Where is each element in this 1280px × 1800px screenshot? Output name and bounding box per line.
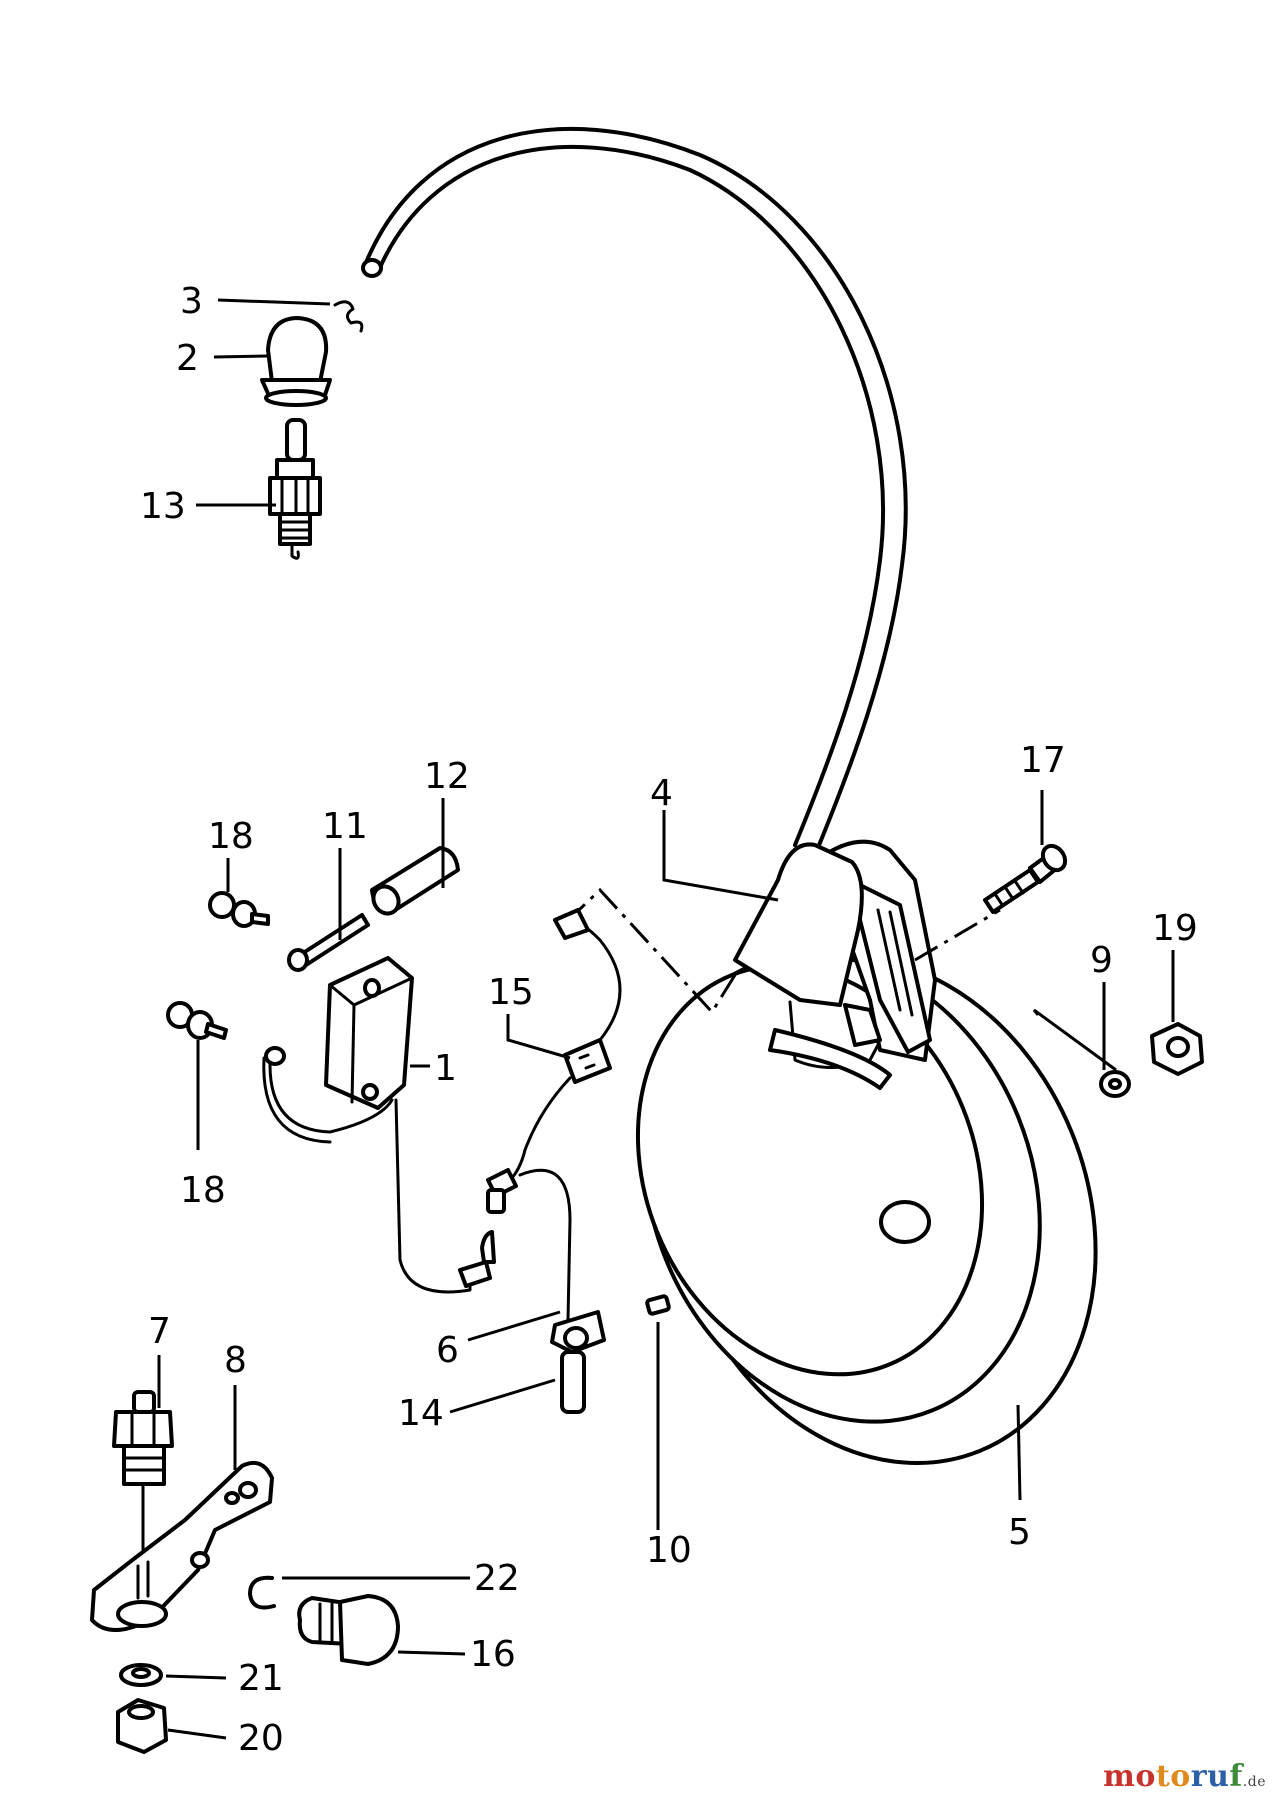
washer-part-9 — [1099, 1070, 1131, 1098]
label-part-9: 9 — [1090, 940, 1113, 981]
ignition-cable — [361, 127, 908, 857]
leader-lines — [157, 298, 1175, 1740]
bracket-part-8 — [90, 1461, 274, 1632]
cable-end-icon — [361, 258, 383, 278]
label-part-3: 3 — [180, 281, 203, 322]
label-part-11: 11 — [322, 806, 368, 847]
label-part-1: 1 — [434, 1048, 457, 1089]
spacer-sleeve-part-12 — [370, 846, 460, 916]
spark-plug-cap-part-2 — [260, 316, 332, 407]
label-part-16: 16 — [470, 1634, 516, 1675]
motoruf-logo: motoruf.de — [1103, 1759, 1266, 1794]
label-part-20: 20 — [238, 1718, 284, 1759]
logo-tld: .de — [1242, 1774, 1266, 1790]
label-part-12: 12 — [424, 756, 470, 797]
ignition-coil-part-1 — [262, 956, 496, 1294]
woodruff-key-part-10 — [645, 1294, 671, 1316]
label-part-10: 10 — [646, 1530, 692, 1571]
ignition-module-part-4 — [733, 839, 937, 1090]
screw-part-11 — [287, 913, 370, 972]
bolt-part-17 — [983, 843, 1068, 914]
label-part-18-lower: 18 — [180, 1170, 226, 1211]
part-number-labels: 3 2 13 4 17 9 19 12 11 18 15 1 18 6 14 1… — [140, 281, 1198, 1759]
logo-part-1: mo — [1103, 1759, 1156, 1794]
flywheel-hub-icon — [879, 1200, 931, 1244]
screw-washer-part-18-upper — [208, 891, 270, 928]
label-part-19: 19 — [1152, 908, 1198, 949]
clip-part-3 — [333, 300, 364, 333]
logo-part-2: to — [1155, 1759, 1191, 1794]
label-part-6: 6 — [436, 1330, 459, 1371]
connector-part-15 — [508, 908, 622, 1182]
label-part-18-upper: 18 — [208, 816, 254, 857]
label-part-5: 5 — [1008, 1512, 1031, 1553]
alignment-line-4 — [558, 887, 737, 1015]
label-part-13: 13 — [140, 486, 186, 527]
nut-part-19 — [1150, 1022, 1204, 1076]
logo-part-3: ru — [1190, 1759, 1230, 1794]
label-part-8: 8 — [224, 1340, 247, 1381]
logo-part-4: f — [1229, 1759, 1243, 1794]
terminal-part-14 — [550, 1310, 606, 1414]
alignment-line-17 — [914, 908, 1001, 962]
label-part-15: 15 — [488, 972, 534, 1013]
bolt-part-16 — [297, 1594, 400, 1666]
nut-part-20 — [116, 1698, 168, 1754]
label-part-17: 17 — [1020, 740, 1066, 781]
washer-part-21 — [119, 1663, 163, 1687]
label-part-22: 22 — [474, 1558, 520, 1599]
ground-lead-part-6 — [486, 1168, 572, 1322]
label-part-7: 7 — [148, 1311, 171, 1352]
label-part-2: 2 — [176, 338, 199, 379]
spark-plug-part-13 — [268, 418, 322, 560]
circlip-part-22 — [248, 1575, 276, 1610]
screw-washer-part-18-lower — [166, 1001, 228, 1040]
label-part-14: 14 — [398, 1393, 444, 1434]
label-part-21: 21 — [238, 1658, 284, 1699]
label-part-4: 4 — [650, 773, 673, 814]
